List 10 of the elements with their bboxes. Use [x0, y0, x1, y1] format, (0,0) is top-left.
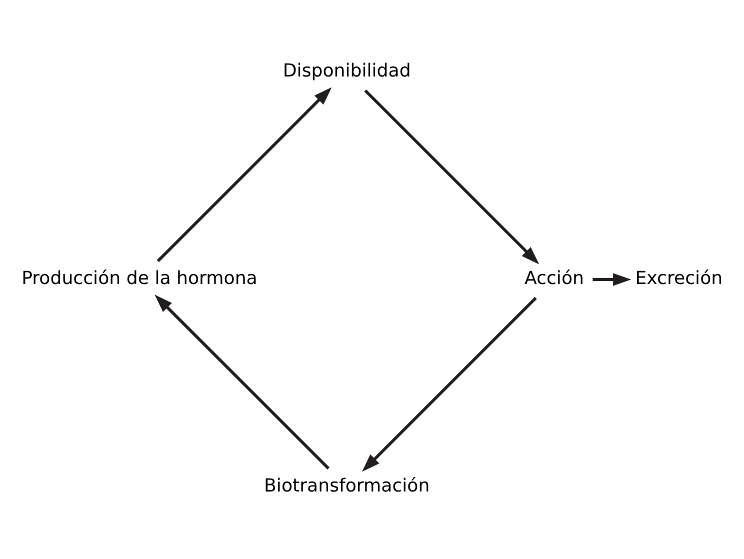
node-text: Excreción: [635, 268, 723, 289]
node-text: Biotransformación: [264, 475, 430, 496]
arrow: [362, 296, 537, 472]
arrow: [592, 273, 632, 286]
arrow: [154, 294, 330, 470]
arrow: [156, 87, 332, 262]
node-text: Disponibilidad: [282, 60, 411, 82]
arrow: [364, 89, 540, 264]
node-text: Acción: [524, 268, 584, 289]
node-text: Producción de la hormona: [22, 268, 258, 289]
